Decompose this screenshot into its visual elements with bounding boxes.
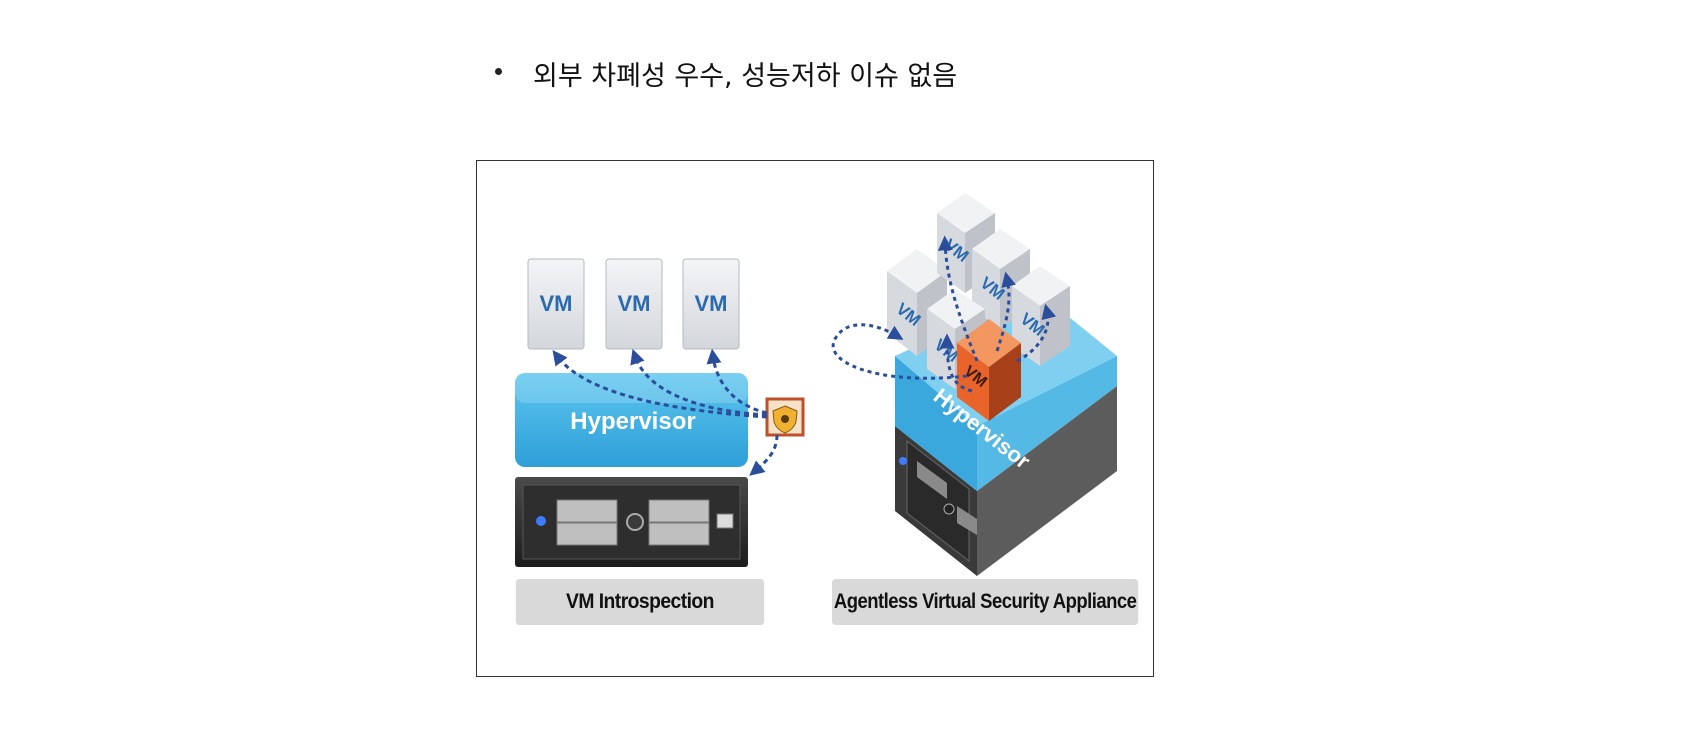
bullet-text: 외부 차폐성 우수, 성능저하 이슈 없음 (533, 61, 958, 92)
security-vm-cube: VM (957, 319, 1021, 421)
bullet-dot (495, 68, 502, 75)
left-hypervisor-label: Hypervisor (570, 408, 695, 435)
left-introspection-arrows (552, 348, 779, 476)
right-power-led-icon (899, 457, 907, 465)
shield-icon (765, 397, 805, 437)
right-security-arrows (831, 235, 1057, 393)
right-server (895, 386, 1117, 576)
power-led-icon (536, 516, 546, 526)
left-server (515, 477, 748, 567)
caption-vm-introspection: VM Introspection (515, 579, 765, 625)
left-panel: VM VM VM Hypervisor (515, 258, 805, 567)
left-vm-box-3: VM (682, 258, 740, 350)
left-vm-label-1: VM (540, 291, 573, 316)
left-hypervisor-bar: Hypervisor (515, 373, 748, 467)
diagram-figure: VM VM VM Hypervisor (476, 160, 1154, 677)
left-vm-label-3: VM (695, 291, 728, 316)
left-vm-box-1: VM (527, 258, 585, 350)
left-vm-label-2: VM (618, 291, 651, 316)
caption-agentless-appliance: Agentless Virtual Security Appliance (832, 579, 1139, 625)
left-vm-box-2: VM (605, 258, 663, 350)
right-panel: Hypervisor VM VM VM (831, 193, 1117, 576)
diagram-canvas: VM VM VM Hypervisor (515, 193, 1117, 576)
